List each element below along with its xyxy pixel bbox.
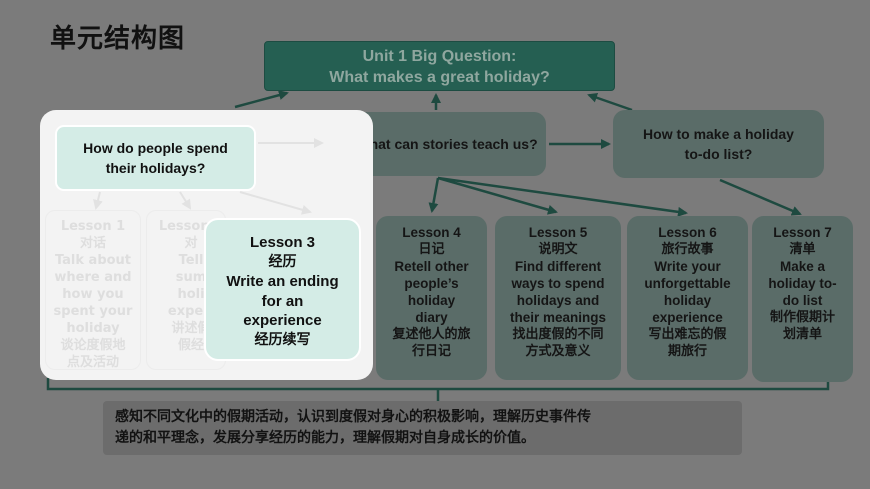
lesson-5-desc-3: holidays and bbox=[516, 293, 600, 308]
question-box-todo-list: How to make a holiday to-do list? bbox=[613, 110, 824, 178]
lesson-3-title: Lesson 3 bbox=[249, 234, 316, 251]
lesson-2-desc-1: Tell bbox=[178, 253, 204, 268]
lesson-4-desc-1: Retell other bbox=[394, 259, 469, 274]
arrow-q3-to-big-question bbox=[587, 92, 633, 112]
lesson-1-desc-1: Talk about bbox=[54, 253, 132, 268]
lesson-2-cn-1: 讲述假 bbox=[171, 321, 211, 336]
lesson-5-desc-2: ways to spend bbox=[511, 276, 605, 291]
question-box-spend-holidays: How do people spend their holidays? bbox=[55, 125, 256, 191]
lesson-6-desc-1: Write your bbox=[654, 259, 721, 274]
lesson-5-cn-1: 找出度假的不同 bbox=[512, 327, 604, 342]
lesson-1-text-faded: Lesson 1 对话 Talk about where and how you… bbox=[50, 218, 136, 371]
lesson-7-cn-1: 制作假期计 bbox=[769, 310, 835, 325]
arrow-q1-to-big-question bbox=[234, 90, 289, 109]
lesson-1-desc-2: where and bbox=[54, 270, 132, 285]
arrow-q2-to-l6 bbox=[437, 176, 688, 217]
lesson-2-genre: 对 bbox=[184, 236, 198, 251]
lesson-1-desc-3: how you bbox=[62, 287, 124, 302]
lesson-7-card: Lesson 7 清单 Make a holiday to- do list 制… bbox=[752, 216, 853, 382]
lesson-6-desc-4: experience bbox=[652, 310, 723, 325]
lesson-2-desc-3: holi bbox=[177, 287, 205, 302]
question-spend-line1: How do people spend bbox=[83, 140, 228, 156]
lesson-5-card: Lesson 5 说明文 Find different ways to spen… bbox=[495, 216, 621, 380]
lesson-4-desc-4: diary bbox=[415, 310, 448, 325]
question-spend-line2: their holidays? bbox=[105, 160, 206, 176]
lesson-3-cn: 经历续写 bbox=[254, 331, 311, 348]
lesson-7-genre: 清单 bbox=[789, 242, 816, 257]
summary-line1: 感知不同文化中的假期活动，认识到度假对身心的积极影响，理解历史事件传 bbox=[115, 409, 591, 425]
arrow-q2-to-l4 bbox=[428, 177, 440, 213]
lesson-4-cn-1: 复述他人的旅 bbox=[392, 327, 471, 342]
lesson-6-desc-2: unforgettable bbox=[644, 276, 731, 291]
lesson-5-title: Lesson 5 bbox=[528, 225, 588, 240]
faded-arrow-q1-to-l2 bbox=[179, 191, 192, 210]
arrow-q2-to-l5 bbox=[437, 176, 558, 215]
lesson-4-card: Lesson 4 日记 Retell other people’s holida… bbox=[376, 216, 487, 380]
page-title: 单元结构图 bbox=[50, 24, 186, 54]
lesson-1-cn-2: 点及活动 bbox=[66, 355, 119, 370]
lesson-1-genre: 对话 bbox=[79, 236, 106, 251]
lesson-6-cn-2: 期旅行 bbox=[667, 344, 707, 359]
lesson-7-desc-1: Make a bbox=[779, 259, 826, 274]
big-question-line1: Unit 1 Big Question: bbox=[362, 48, 517, 65]
question-todo-line1: How to make a holiday bbox=[643, 126, 794, 142]
lesson-5-cn-2: 方式及意义 bbox=[525, 344, 591, 359]
lesson-1-card-faded bbox=[45, 210, 141, 370]
lesson-6-title: Lesson 6 bbox=[658, 225, 717, 240]
lesson-3-desc-3: experience bbox=[243, 312, 322, 329]
lesson-5-genre: 说明文 bbox=[538, 242, 578, 257]
lesson-5-desc-4: their meanings bbox=[509, 310, 607, 325]
lesson-2-desc-2: sum bbox=[175, 270, 207, 285]
faded-arrow-q1-to-l1 bbox=[93, 191, 103, 210]
lesson-6-desc-3: holiday bbox=[663, 293, 712, 308]
lesson-4-desc-3: holiday bbox=[407, 293, 456, 308]
summary-line2: 递的和平理念，发展分享经历的能力，理解假期对自身成长的价值。 bbox=[115, 430, 535, 446]
lesson-7-desc-2: holiday to- bbox=[768, 276, 837, 291]
lesson-1-desc-5: holiday bbox=[66, 321, 120, 336]
question-stories-text: What can stories teach us? bbox=[356, 136, 538, 152]
lesson-5-desc-1: Find different bbox=[514, 259, 602, 274]
lesson-1-cn-1: 谈论度假地 bbox=[60, 338, 126, 353]
lesson-3-card: Lesson 3 经历 Write an ending for an exper… bbox=[204, 218, 361, 361]
unit-summary: 感知不同文化中的假期活动，认识到度假对身心的积极影响，理解历史事件传 递的和平理… bbox=[103, 401, 742, 455]
lesson-3-genre: 经历 bbox=[268, 253, 297, 270]
lesson-4-desc-2: people’s bbox=[404, 276, 459, 291]
lesson-7-title: Lesson 7 bbox=[773, 225, 832, 240]
lesson-7-desc-3: do list bbox=[782, 293, 823, 308]
big-question-box: Unit 1 Big Question: What makes a great … bbox=[264, 41, 615, 91]
lesson-6-cn-1: 写出难忘的假 bbox=[648, 327, 727, 342]
lesson-1-title: Lesson 1 bbox=[60, 219, 126, 234]
arrow-q3-to-l7 bbox=[719, 178, 802, 216]
big-question-line2: What makes a great holiday? bbox=[329, 69, 550, 86]
lesson-4-cn-2: 行日记 bbox=[411, 344, 451, 359]
lesson-6-card: Lesson 6 旅行故事 Write your unforgettable h… bbox=[627, 216, 748, 380]
faded-arrow-q1-to-l3 bbox=[239, 191, 312, 215]
lesson-3-desc-2: for an bbox=[261, 292, 304, 310]
question-box-stories: What can stories teach us? bbox=[348, 112, 546, 176]
lesson-2-desc-4: experi bbox=[167, 304, 215, 319]
lesson-4-genre: 日记 bbox=[418, 242, 445, 257]
lesson-6-genre: 旅行故事 bbox=[661, 242, 714, 257]
lesson-7-cn-2: 划清单 bbox=[782, 327, 822, 342]
lesson-1-desc-4: spent your bbox=[53, 304, 133, 319]
lesson-4-title: Lesson 4 bbox=[402, 225, 461, 240]
question-todo-line2: to-do list? bbox=[684, 146, 753, 162]
lesson-2-cn-2: 假经 bbox=[177, 338, 204, 353]
lesson-3-desc-1: Write an ending bbox=[226, 273, 339, 290]
